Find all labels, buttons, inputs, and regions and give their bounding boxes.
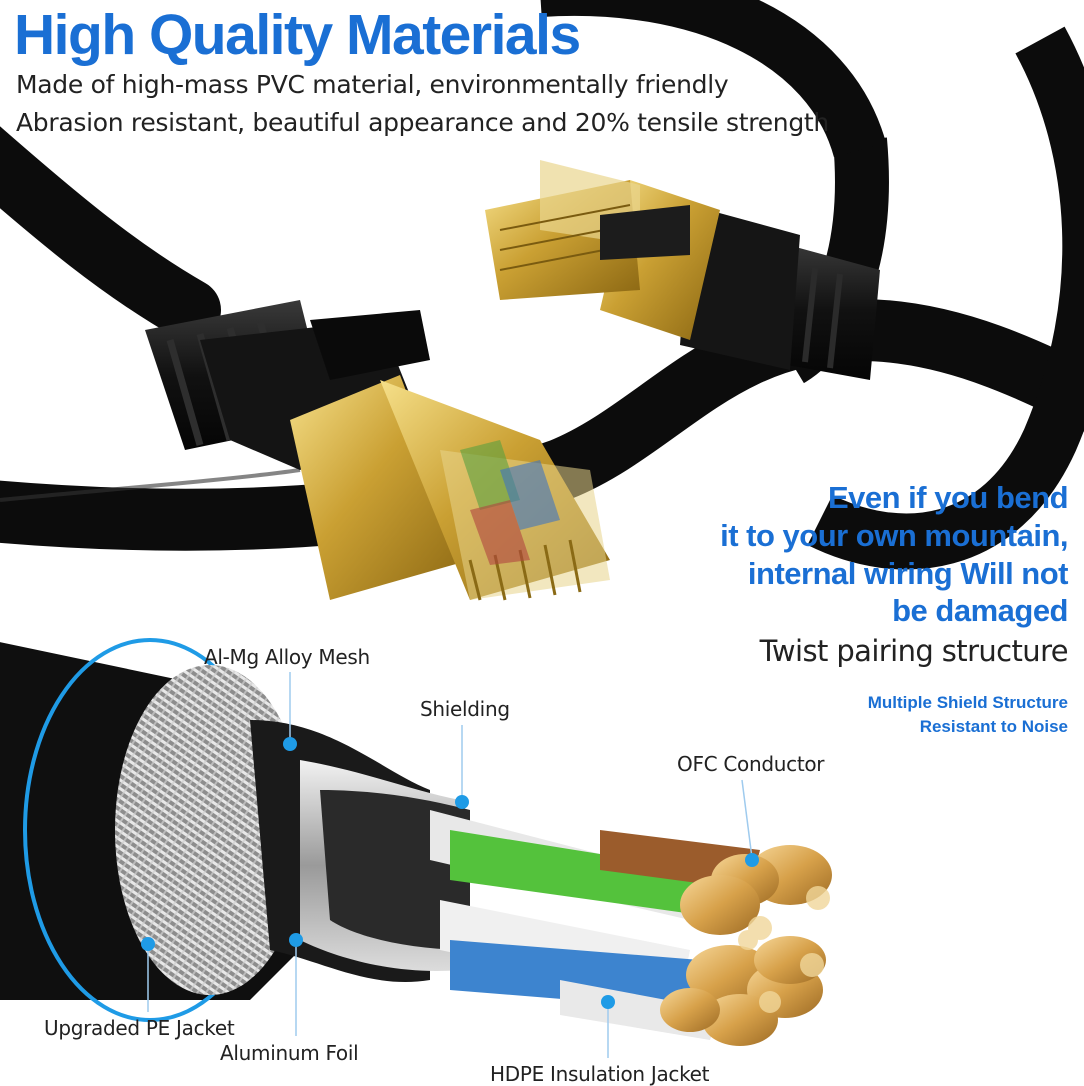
description-line-2: Abrasion resistant, beautiful appearance… (16, 108, 829, 137)
bend-claim-line-2: it to your own mountain, (720, 518, 1068, 553)
shield-note-line-2: Resistant to Noise (919, 717, 1068, 736)
label-shielding: Shielding (420, 697, 510, 721)
cable-cross-section (0, 638, 832, 1046)
description-line-1: Made of high-mass PVC material, environm… (16, 70, 729, 99)
rj45-connector-upper (485, 160, 880, 380)
label-aluminum-foil: Aluminum Foil (220, 1041, 359, 1065)
callout-dots (141, 737, 759, 1009)
callout-dot-shielding (455, 795, 469, 809)
callout-dot-mesh (283, 737, 297, 751)
shield-note-line-1: Multiple Shield Structure (867, 693, 1068, 712)
label-hdpe-jacket: HDPE Insulation Jacket (490, 1062, 710, 1086)
callout-dot-pe (141, 937, 155, 951)
callout-dot-hdpe (601, 995, 615, 1009)
headline: High Quality Materials (14, 3, 581, 67)
bend-claim-line-3: internal wiring Will not (747, 556, 1069, 591)
bend-claim-line-4: be damaged (892, 593, 1068, 628)
label-alloy-mesh: Al-Mg Alloy Mesh (204, 645, 370, 669)
label-ofc-conductor: OFC Conductor (677, 752, 825, 776)
structure-title: Twist pairing structure (759, 634, 1069, 668)
ethernet-cable-loop (0, 0, 1084, 570)
callout-dot-foil (289, 933, 303, 947)
label-pe-jacket: Upgraded PE Jacket (44, 1016, 235, 1040)
bend-claim-line-1: Even if you bend (827, 480, 1069, 515)
rj45-connector-center (145, 300, 610, 601)
callout-lines (147, 672, 753, 1058)
callout-dot-ofc (745, 853, 759, 867)
